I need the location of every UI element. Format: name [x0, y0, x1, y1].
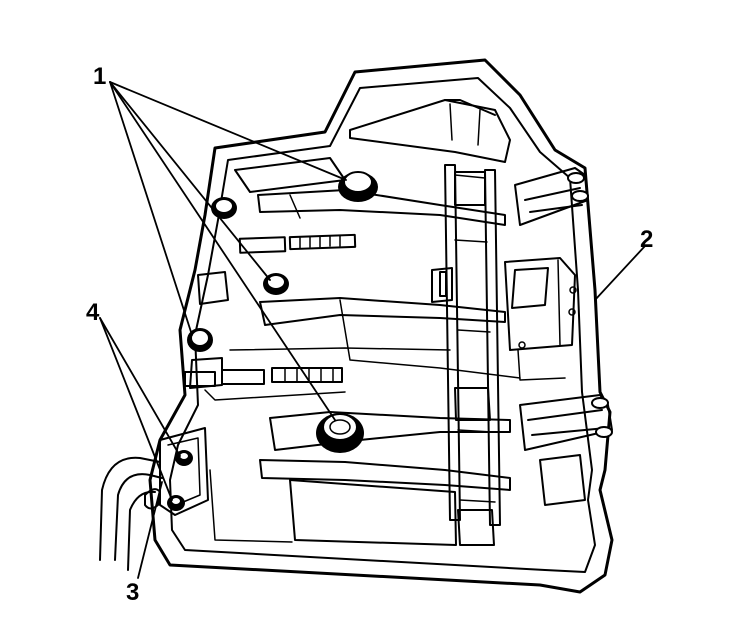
mounting-hole-3 [263, 273, 289, 295]
tray-slots [184, 233, 357, 387]
tray-ribs [189, 164, 521, 546]
callout-2: 2 [640, 226, 653, 253]
mounting-hole-4 [187, 328, 213, 352]
tray-body [148, 58, 614, 594]
leader-lines [99, 81, 646, 579]
mounting-hole-1 [338, 171, 378, 202]
mounting-hole-2 [211, 197, 237, 219]
callout-3: 3 [126, 579, 139, 606]
callout-4: 4 [86, 299, 100, 326]
callout-1: 1 [93, 63, 106, 90]
lower-left-bracket [99, 427, 209, 571]
mounting-holes [187, 171, 378, 453]
right-mounting-brackets [431, 167, 613, 506]
mounting-hole-5 [316, 413, 364, 453]
bracket-bolt-lower [167, 495, 185, 511]
